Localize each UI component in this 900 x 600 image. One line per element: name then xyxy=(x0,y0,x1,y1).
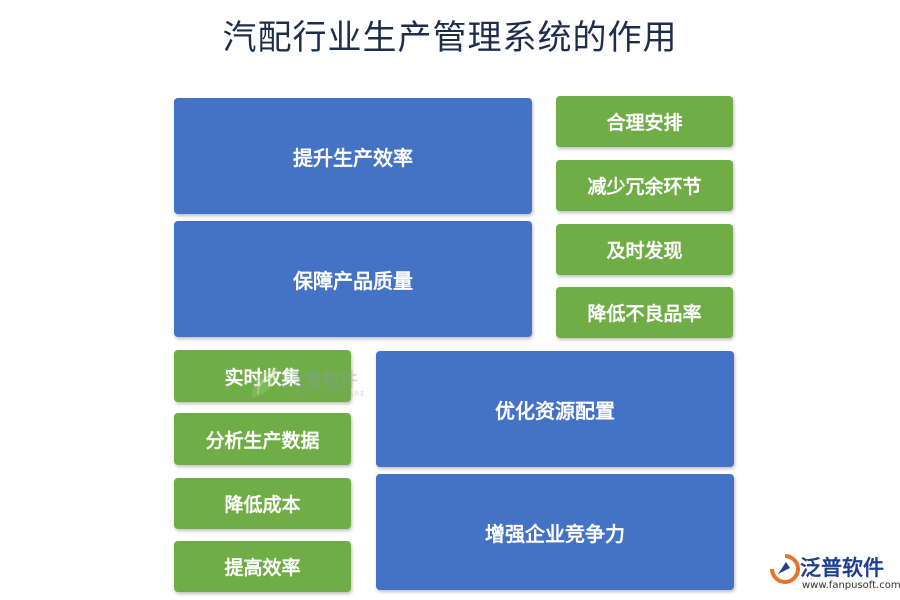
box-label: 增强企业竞争力 xyxy=(485,521,625,546)
box-label: 提高效率 xyxy=(224,557,301,579)
box-ensure-product-quality: 保障产品质量 xyxy=(174,221,532,337)
box-label: 提升生产效率 xyxy=(293,145,413,170)
box-label: 及时发现 xyxy=(606,240,683,262)
box-label: 合理安排 xyxy=(606,112,683,134)
watermark: 泛普软件 FANPU SOFTWARE xyxy=(248,364,388,404)
box-realtime-collection: 实时收集 xyxy=(174,350,351,402)
box-timely-discovery: 及时发现 xyxy=(556,224,733,275)
box-analyze-production-data: 分析生产数据 xyxy=(174,413,351,465)
box-label: 优化资源配置 xyxy=(495,398,615,423)
watermark-leaf-icon xyxy=(252,368,278,398)
fanpu-logo-icon xyxy=(770,554,800,584)
watermark-text: 泛普软件 xyxy=(286,370,358,391)
box-label: 保障产品质量 xyxy=(293,268,413,293)
box-label: 降低成本 xyxy=(224,494,301,516)
diagram-title: 汽配行业生产管理系统的作用 xyxy=(222,18,678,58)
box-enhance-competitiveness: 增强企业竞争力 xyxy=(376,474,734,590)
box-label: 降低不良品率 xyxy=(587,303,702,325)
box-improve-efficiency: 提高效率 xyxy=(174,541,351,592)
watermark-subtext: FANPU SOFTWARE xyxy=(288,390,366,398)
box-improve-production-efficiency: 提升生产效率 xyxy=(174,98,532,214)
box-reduce-defect-rate: 降低不良品率 xyxy=(556,287,733,338)
box-reasonable-arrangement: 合理安排 xyxy=(556,96,733,147)
fanpu-logo: 泛普软件 www.fanpusoft.com xyxy=(768,550,900,596)
logo-text: 泛普软件 xyxy=(800,556,884,580)
logo-url: www.fanpusoft.com xyxy=(802,580,900,591)
box-label: 分析生产数据 xyxy=(205,429,320,452)
box-label: 实时收集 xyxy=(224,363,300,390)
box-reduce-cost: 降低成本 xyxy=(174,478,351,529)
box-reduce-redundancy: 减少冗余环节 xyxy=(556,160,733,211)
box-label: 减少冗余环节 xyxy=(587,176,702,198)
box-optimize-resource-allocation: 优化资源配置 xyxy=(376,351,734,467)
